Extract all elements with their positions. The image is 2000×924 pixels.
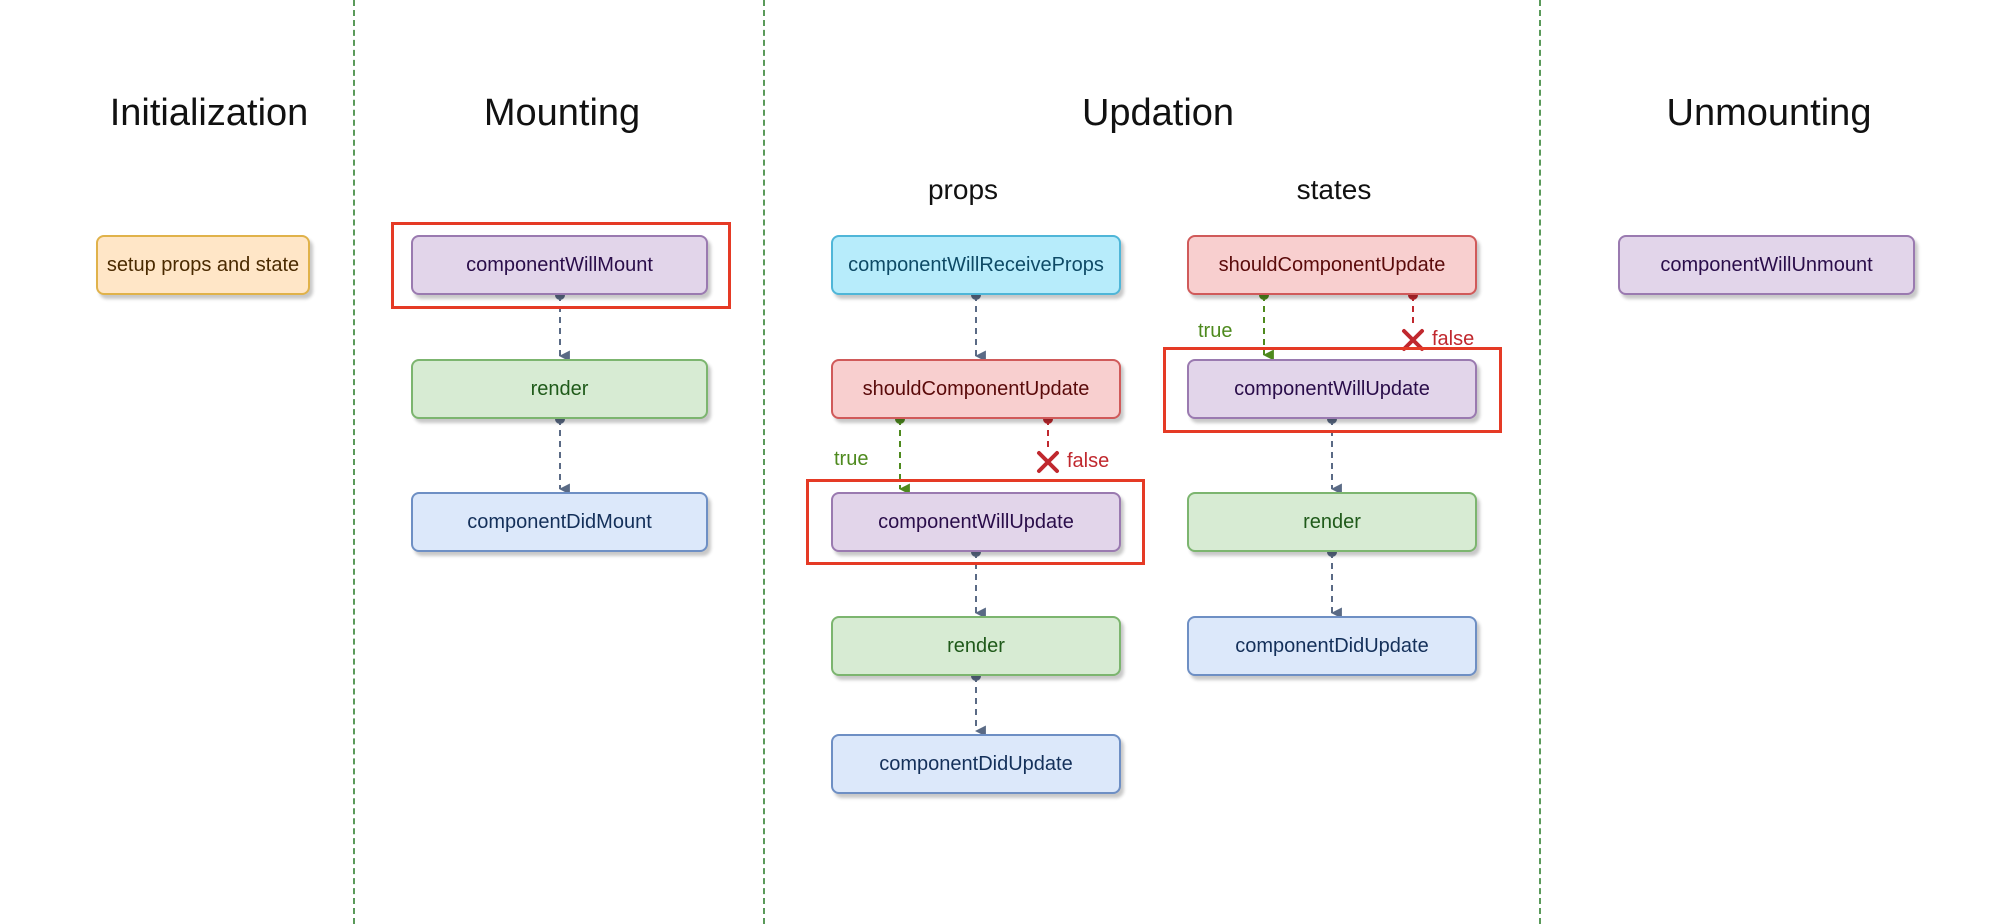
node-setup-props-and-state: setup props and state (96, 235, 310, 295)
node-states-component-did-update: componentDidUpdate (1187, 616, 1477, 676)
false-branch-label: false (1067, 450, 1110, 472)
node-component-did-mount: componentDidMount (411, 492, 708, 552)
stop-x-icon (1402, 329, 1424, 351)
node-component-will-unmount: componentWillUnmount (1618, 235, 1915, 295)
node-states-render: render (1187, 492, 1477, 552)
node-component-will-receive-props: componentWillReceiveProps (831, 235, 1121, 295)
node-props-component-will-update: componentWillUpdate (831, 492, 1121, 552)
node-mounting-render: render (411, 359, 708, 419)
phase-title-mounting: Mounting (483, 92, 641, 134)
node-label: shouldComponentUpdate (862, 377, 1090, 400)
false-branch-label: false (1432, 328, 1475, 350)
node-label: componentDidUpdate (879, 752, 1073, 775)
phase-title-updation: Updation (1081, 92, 1235, 134)
node-component-will-mount: componentWillMount (411, 235, 708, 295)
node-states-component-will-update: componentWillUpdate (1187, 359, 1477, 419)
node-label: render (947, 634, 1005, 657)
node-label: componentWillReceiveProps (848, 253, 1104, 276)
phase-title-initialization: Initialization (109, 92, 309, 134)
states-connectors (1259, 290, 1424, 619)
node-label: componentDidMount (467, 510, 652, 533)
phase-divider (1539, 0, 1541, 924)
node-props-component-did-update: componentDidUpdate (831, 734, 1121, 794)
true-branch-label: true (1198, 320, 1233, 342)
node-label: componentWillUnmount (1660, 253, 1873, 276)
node-props-render: render (831, 616, 1121, 676)
node-label: shouldComponentUpdate (1218, 253, 1446, 276)
subtitle-states: states (1296, 174, 1372, 205)
phase-title-unmounting: Unmounting (1666, 92, 1872, 134)
node-label: componentWillUpdate (878, 510, 1074, 533)
node-label: setup props and state (106, 253, 300, 276)
true-branch-label: true (834, 448, 869, 470)
highlight-box (1163, 347, 1502, 433)
node-states-should-component-update: shouldComponentUpdate (1187, 235, 1477, 295)
node-label: componentWillUpdate (1234, 377, 1430, 400)
node-props-should-component-update: shouldComponentUpdate (831, 359, 1121, 419)
node-label: componentWillMount (466, 253, 653, 276)
subtitle-props: props (927, 174, 999, 205)
highlight-box (391, 222, 731, 309)
node-label: render (530, 377, 589, 400)
stop-x-icon (1037, 451, 1059, 473)
node-label: render (1303, 510, 1361, 533)
highlight-box (806, 479, 1145, 565)
phase-divider (763, 0, 765, 924)
node-label: componentDidUpdate (1235, 634, 1429, 657)
phase-divider (353, 0, 355, 924)
